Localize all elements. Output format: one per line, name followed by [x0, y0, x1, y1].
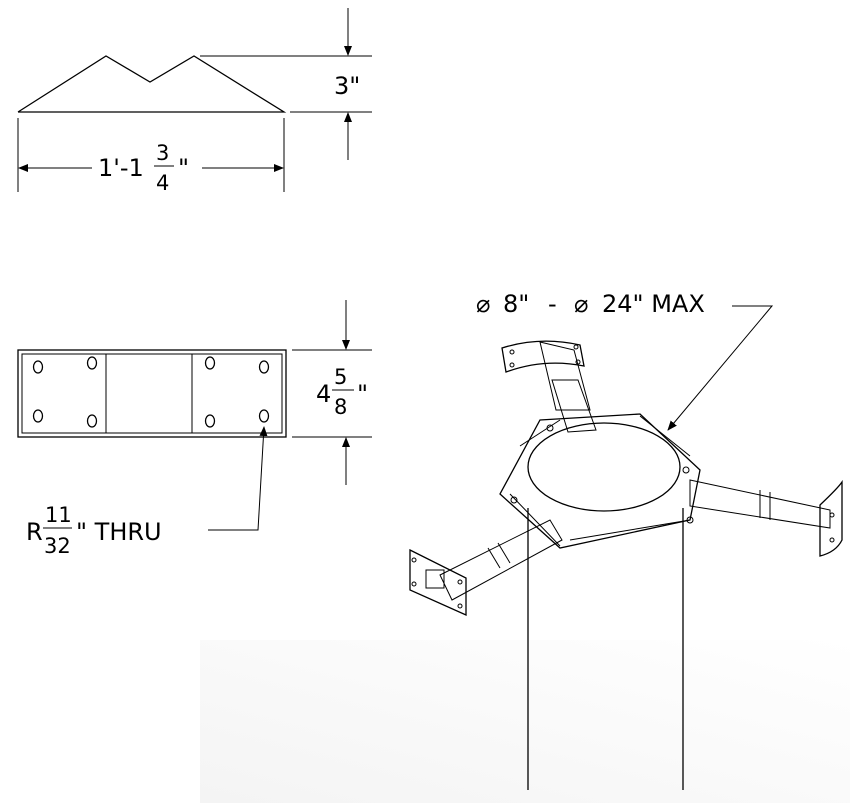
isometric-view: ⌀ 8" - ⌀ 24" MAX [200, 290, 850, 803]
diameter-min: 8" [503, 290, 529, 318]
width-dim-numerator: 3 [156, 141, 169, 165]
arm-top [501, 340, 597, 433]
plate-height-whole: 4 [316, 380, 331, 408]
arm-left [409, 519, 563, 617]
hole-label-suffix: " THRU [76, 518, 162, 546]
hole-label-denominator: 32 [44, 534, 71, 558]
bracket-profile [17, 55, 287, 113]
plate-height-numerator: 5 [334, 365, 347, 389]
plate-view: 4 5 8 " R 11 32 " THRU [17, 300, 372, 558]
plate-height-denominator: 8 [334, 395, 347, 419]
height-dim-label: 3" [334, 72, 360, 100]
mounting-holes [32, 356, 270, 428]
diameter-symbol-max: ⌀ [574, 290, 588, 318]
width-dim-denominator: 4 [156, 171, 169, 195]
diameter-leader [667, 305, 774, 431]
arm-right [689, 479, 843, 557]
diameter-separator: - [548, 290, 557, 318]
hole-label-prefix: R [26, 518, 43, 546]
diameter-symbol-min: ⌀ [476, 290, 490, 318]
pole-top [527, 422, 681, 512]
top-view: 3" 1'-1 3 4 " [17, 8, 372, 195]
width-dim-whole: 1'-1 [98, 154, 144, 182]
hole-label-numerator: 11 [45, 503, 72, 527]
diameter-max: 24" MAX [602, 290, 705, 318]
center-frame [499, 413, 701, 549]
width-dim-unit: " [178, 154, 189, 182]
hole-leader [208, 426, 268, 531]
plate-outline [17, 349, 287, 438]
plate-height-unit: " [357, 380, 368, 408]
